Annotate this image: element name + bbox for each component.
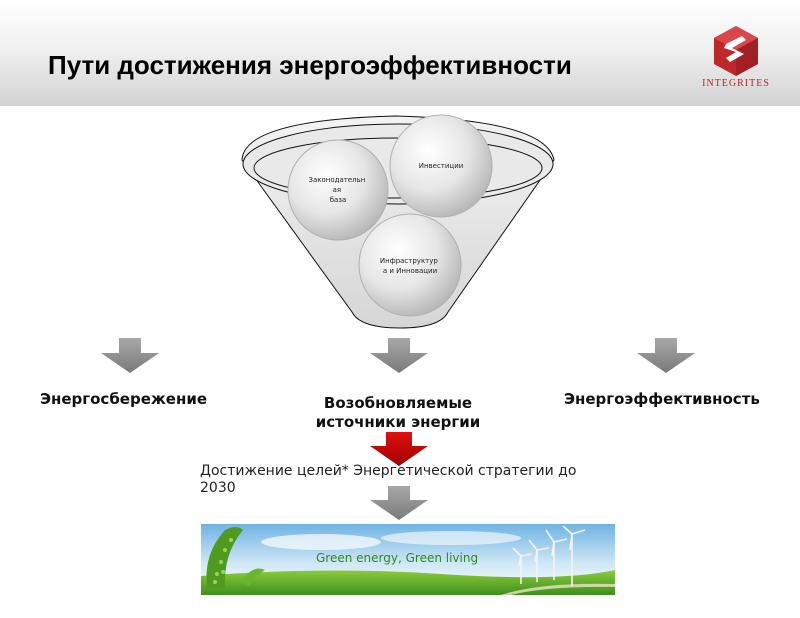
sphere-legislation-label: Законодательн ая база [308, 176, 367, 204]
green-energy-banner: Green energy, Green living [201, 524, 615, 595]
page-title: Пути достижения энергоэффективности [48, 50, 572, 80]
outcome-renewables-line1: Возобновляемые [323, 394, 473, 412]
sphere-legislation: Законодательн ая база [287, 139, 389, 241]
logo-text: INTEGRITES [702, 78, 770, 89]
sphere-investments: Инвестиции [389, 114, 493, 218]
outcome-renewables-line2: источники энергии [315, 413, 481, 431]
sphere-investments-label: Инвестиции [419, 162, 464, 170]
banner-text: Green energy, Green living [316, 551, 479, 565]
arrow-down-left-icon [101, 338, 159, 373]
logo-mark-icon [714, 26, 758, 76]
arrow-down-center-icon [370, 338, 428, 373]
arrow-down-bottom-icon [370, 486, 428, 520]
outcome-energy-efficiency: Энергоэффективность [564, 390, 760, 408]
outcome-energy-saving: Энергосбережение [40, 390, 208, 408]
sphere-infrastructure: Инфраструктур а и Инновации [358, 213, 462, 317]
arrow-down-right-icon [637, 338, 695, 373]
integrites-logo: INTEGRITES [696, 22, 776, 94]
arrow-down-red-icon [370, 432, 428, 466]
sphere-infrastructure-label: Инфраструктур а и Инновации [380, 257, 440, 275]
goal-text: Достижение целей* Энергетической стратег… [200, 463, 577, 496]
outcome-renewables: Возобновляемые источники энергии [300, 394, 496, 432]
banner-image [201, 524, 615, 595]
header-bar [0, 0, 800, 106]
